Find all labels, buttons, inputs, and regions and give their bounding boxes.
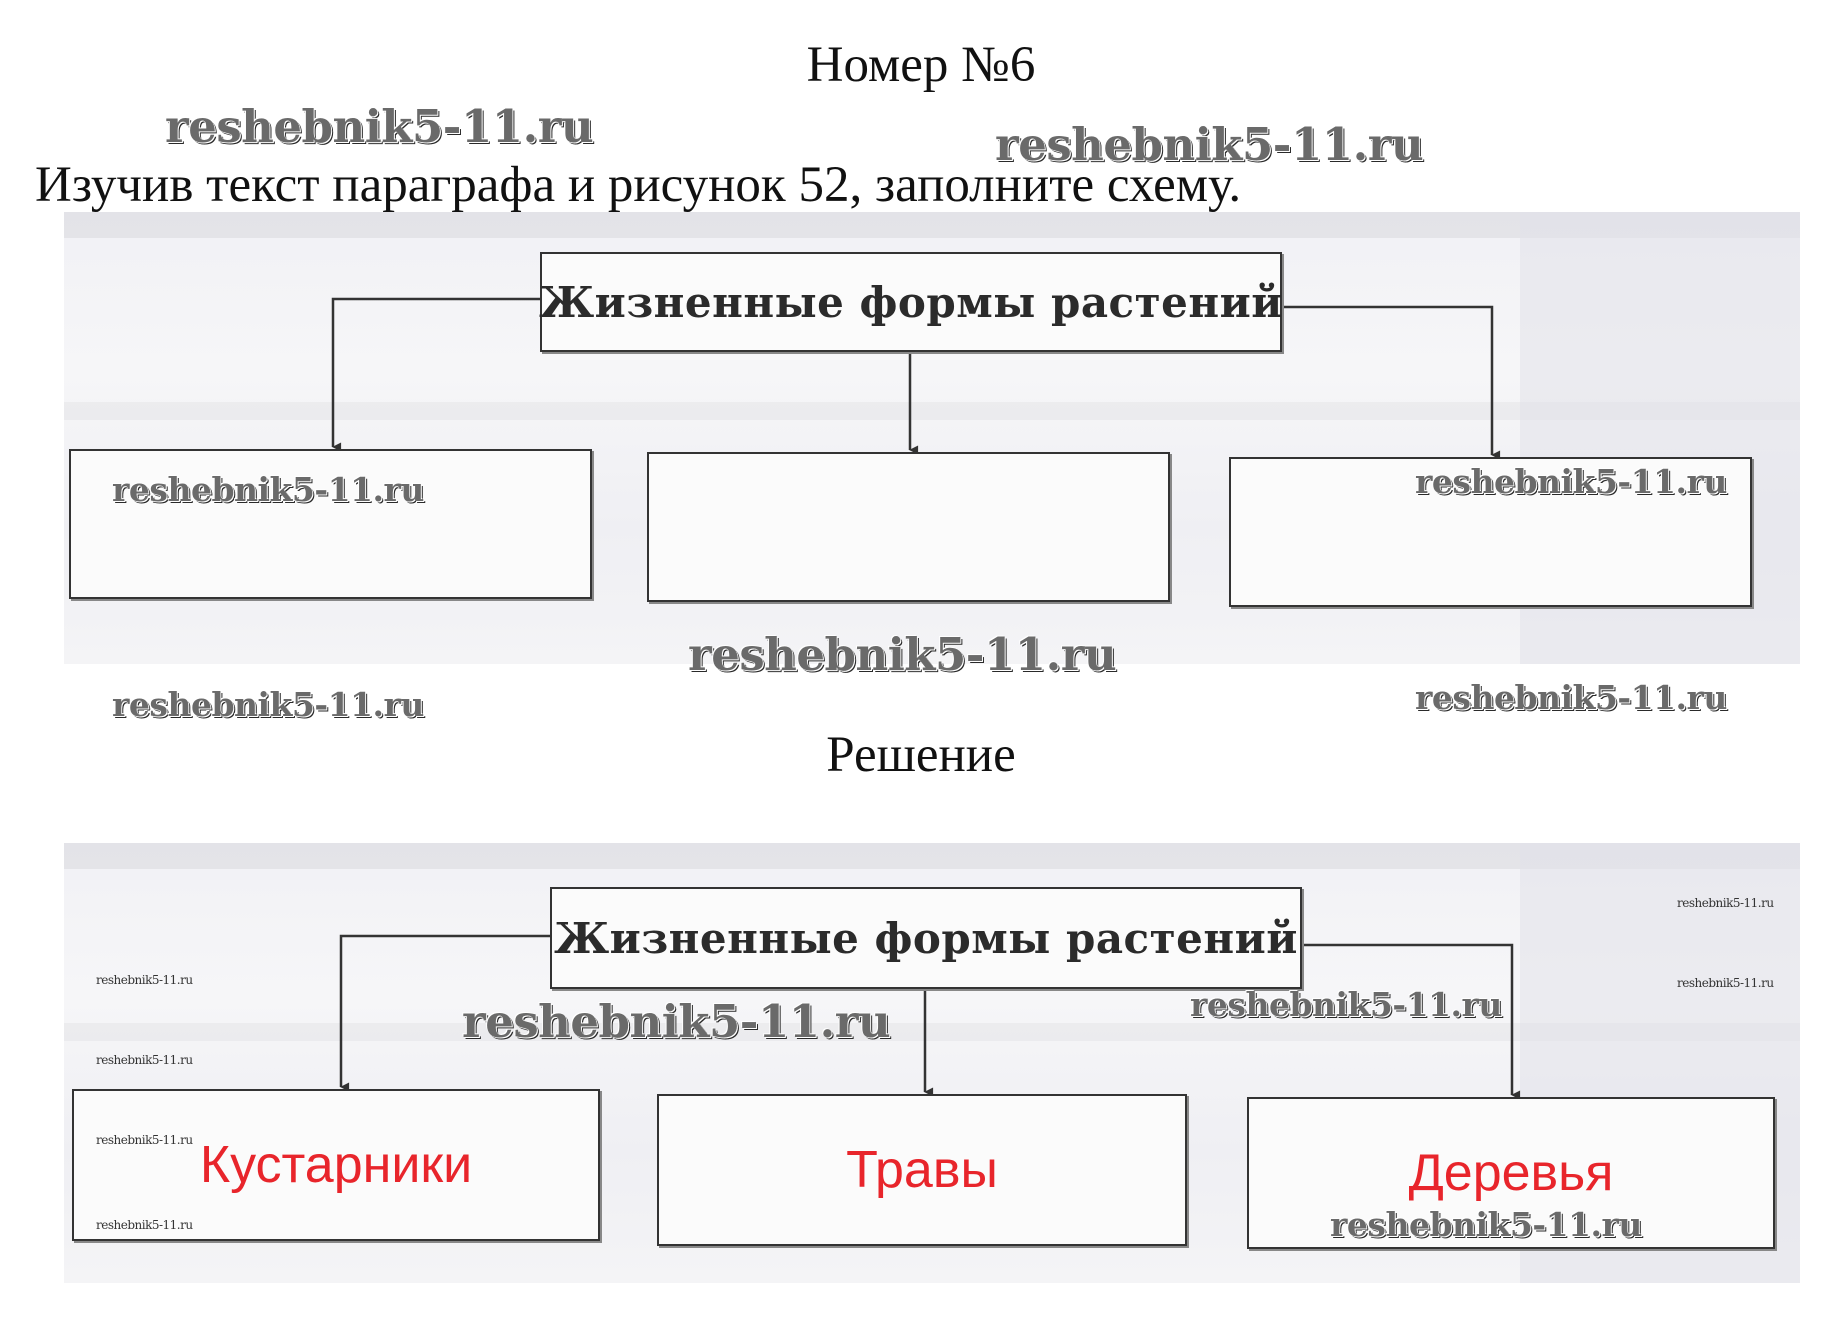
- solution-child-node-grasses: Травы: [657, 1094, 1187, 1246]
- task-connector-left: [331, 297, 540, 452]
- task-connectors: [331, 297, 1501, 460]
- task-text: Изучив текст параграфа и рисунок 52, зап…: [35, 157, 1242, 213]
- task-root-node: Жизненные формы растений: [539, 252, 1282, 352]
- task-connector-right: [1280, 305, 1501, 460]
- solution-child-node-trees: Деревья: [1247, 1097, 1775, 1249]
- solution-child-node-shrubs: Кустарники: [72, 1089, 600, 1241]
- number-title: Номер №6: [806, 37, 1036, 93]
- watermark: reshebnik5-11.ru: [1677, 976, 1774, 990]
- watermark: reshebnik5-11.ru: [1330, 1205, 1642, 1244]
- task-child-node-3: [1229, 457, 1752, 607]
- watermark: reshebnik5-11.ru: [165, 100, 594, 153]
- watermark: reshebnik5-11.ru: [1415, 678, 1727, 717]
- watermark: reshebnik5-11.ru: [462, 995, 891, 1048]
- watermark: reshebnik5-11.ru: [96, 973, 193, 987]
- solution-connector-right: [1300, 943, 1521, 1100]
- watermark: reshebnik5-11.ru: [1415, 462, 1727, 501]
- solution-connector-left: [339, 934, 550, 1092]
- watermark: reshebnik5-11.ru: [1190, 985, 1502, 1024]
- task-child-node-1: [69, 449, 592, 599]
- watermark: reshebnik5-11.ru: [96, 1053, 193, 1067]
- solution-title: Решение: [826, 727, 1016, 783]
- watermark: reshebnik5-11.ru: [112, 685, 424, 724]
- solution-connectors: [339, 934, 1521, 1100]
- task-child-node-2: [647, 452, 1170, 602]
- watermark: reshebnik5-11.ru: [96, 1133, 193, 1147]
- watermark: reshebnik5-11.ru: [688, 628, 1117, 681]
- solution-root-node: Жизненные формы растений: [550, 887, 1302, 989]
- watermark: reshebnik5-11.ru: [112, 470, 424, 509]
- watermark: reshebnik5-11.ru: [995, 118, 1424, 171]
- watermark: reshebnik5-11.ru: [96, 1218, 193, 1232]
- watermark: reshebnik5-11.ru: [1677, 896, 1774, 910]
